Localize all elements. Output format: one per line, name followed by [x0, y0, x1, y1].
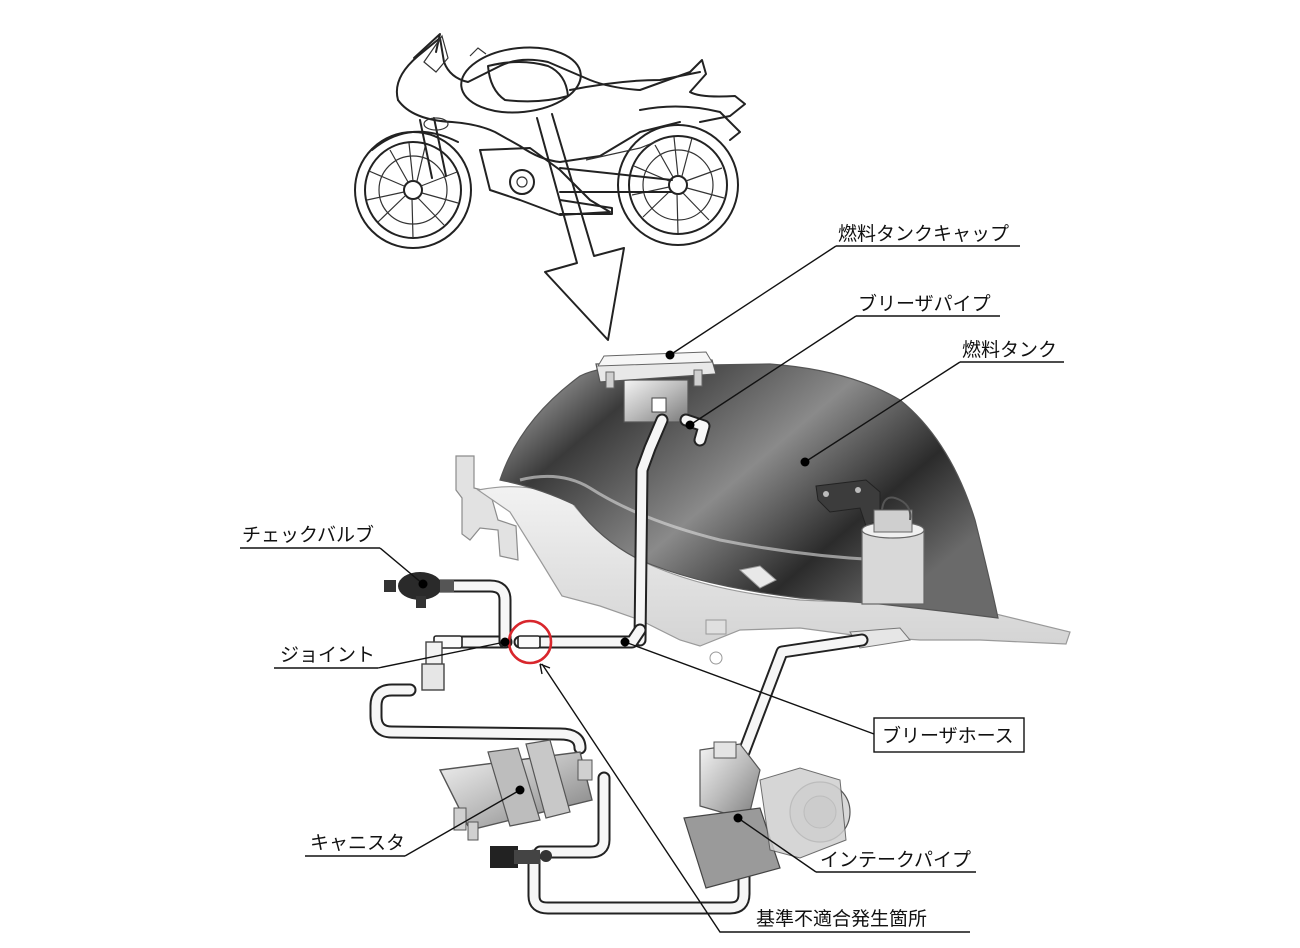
- intake-pipe-part: [683, 741, 851, 889]
- label-breather-hose: ブリーザホース: [882, 724, 1014, 747]
- callout-breather-pipe: ブリーザパイプ: [685, 292, 1000, 430]
- callout-canister: キャニスタ: [305, 785, 525, 857]
- label-breather-pipe: ブリーザパイプ: [858, 292, 991, 315]
- label-joint: ジョイント: [280, 644, 375, 666]
- rear-wheel: [617, 124, 739, 246]
- callout-check-valve: チェックバルブ: [240, 523, 428, 589]
- callout-nonconformity-location: 基準不適合発生箇所: [539, 663, 970, 933]
- callout-joint: ジョイント: [274, 637, 510, 669]
- check-valve-part: [384, 572, 454, 608]
- callout-intake-pipe: インテークパイプ: [733, 813, 976, 873]
- tank-highlight-ellipse: [460, 46, 582, 114]
- callout-breather-hose: ブリーザホース: [620, 637, 1025, 753]
- label-nonconformity-location: 基準不適合発生箇所: [756, 908, 927, 930]
- callout-fuel-tank: 燃料タンク: [800, 339, 1064, 467]
- label-fuel-tank: 燃料タンク: [962, 339, 1057, 361]
- purge-valve-part: [490, 846, 552, 868]
- label-canister: キャニスタ: [310, 832, 405, 854]
- label-intake-pipe: インテークパイプ: [820, 849, 971, 871]
- motorcycle-drawing: [354, 33, 746, 249]
- label-check-valve: チェックバルブ: [242, 523, 374, 546]
- callout-fuel-tank-cap: 燃料タンクキャップ: [665, 223, 1020, 360]
- zoom-arrow: [536, 113, 625, 341]
- fuel-tank-render: [455, 351, 1071, 665]
- label-fuel-tank-cap: 燃料タンクキャップ: [838, 223, 1009, 245]
